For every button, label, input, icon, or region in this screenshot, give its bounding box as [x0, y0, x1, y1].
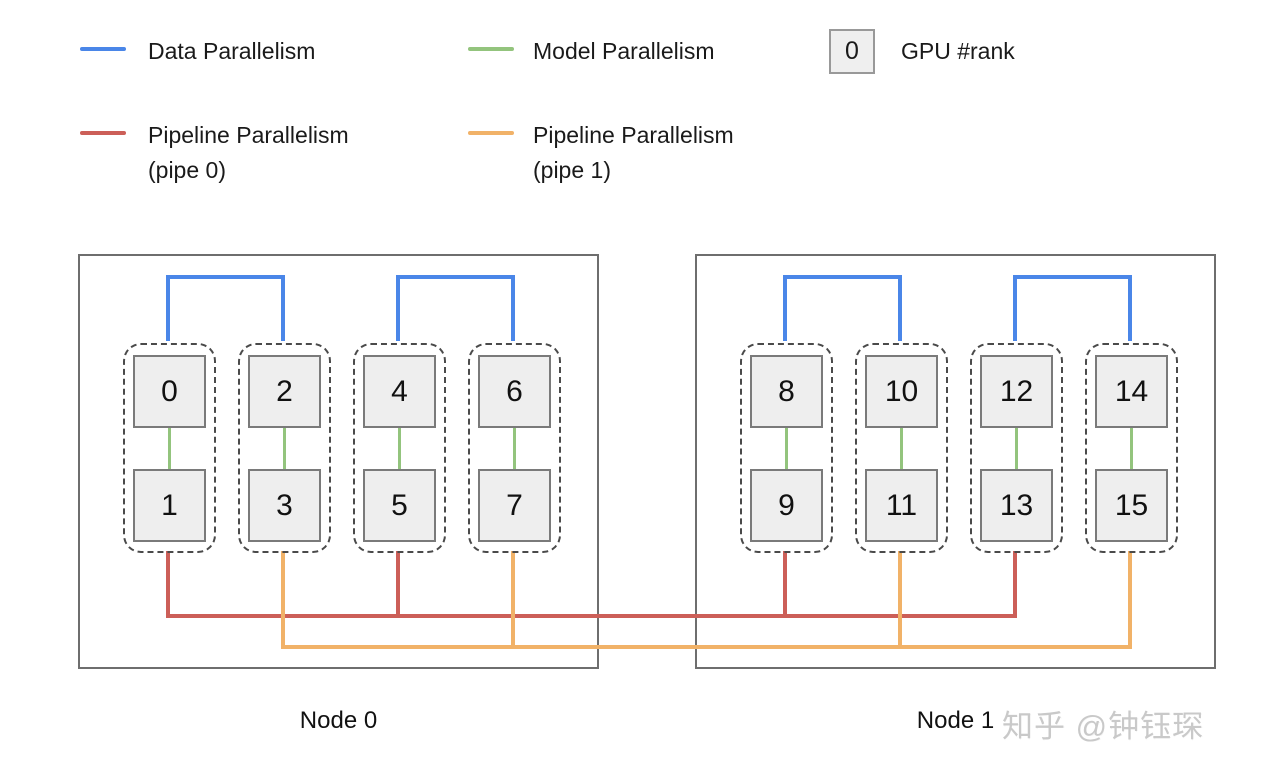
model-parallel-group-6-7: 6 7 [468, 343, 561, 553]
model-parallel-group-2-3: 2 3 [238, 343, 331, 553]
pipeline1-stub-gpu7 [511, 551, 515, 649]
gpu-box-11: 11 [865, 469, 938, 542]
legend-label-pipeline-pipe1: Pipeline Parallelism (pipe 1) [533, 118, 734, 188]
node-0-label: Node 0 [299, 707, 378, 734]
gpu-box-0: 0 [133, 355, 206, 428]
data-parallel-link-8-10 [783, 275, 902, 341]
gpu-box-8: 8 [750, 355, 823, 428]
pipeline1-stub-gpu3 [281, 551, 285, 649]
pipeline-pipe1-line-icon [468, 131, 514, 135]
gpu-box-4: 4 [363, 355, 436, 428]
legend-label-pipeline-pipe0-line2: (pipe 0) [148, 157, 226, 183]
data-parallelism-line-icon [80, 47, 126, 51]
model-parallel-group-12-13: 12 13 [970, 343, 1063, 553]
data-parallel-link-12-14 [1013, 275, 1132, 341]
legend-label-pipeline-pipe0: Pipeline Parallelism (pipe 0) [148, 118, 349, 188]
legend-label-pipeline-pipe1-line2: (pipe 1) [533, 157, 611, 183]
gpu-box-1: 1 [133, 469, 206, 542]
gpu-box-14: 14 [1095, 355, 1168, 428]
model-parallel-link [1015, 428, 1018, 469]
gpu-box-10: 10 [865, 355, 938, 428]
model-parallel-group-4-5: 4 5 [353, 343, 446, 553]
model-parallel-group-10-11: 10 11 [855, 343, 948, 553]
legend-label-data-parallelism: Data Parallelism [148, 38, 316, 64]
model-parallel-link [168, 428, 171, 469]
model-parallel-link [900, 428, 903, 469]
gpu-box-6: 6 [478, 355, 551, 428]
zhihu-watermark: 知乎 @钟钰琛 [1002, 709, 1205, 744]
gpu-rank-sample-value: 0 [845, 37, 859, 65]
node-1-box: 8 9 10 11 12 13 14 15 [695, 254, 1216, 669]
model-parallel-link [785, 428, 788, 469]
data-parallel-link-0-2 [166, 275, 285, 341]
pipeline1-stub-gpu11 [898, 551, 902, 649]
gpu-box-3: 3 [248, 469, 321, 542]
model-parallel-group-14-15: 14 15 [1085, 343, 1178, 553]
legend-label-model-parallelism: Model Parallelism [533, 38, 715, 64]
node-0-box: 0 1 2 3 4 5 6 7 [78, 254, 599, 669]
gpu-rank-sample-box: 0 [829, 29, 875, 74]
gpu-box-15: 15 [1095, 469, 1168, 542]
model-parallel-group-0-1: 0 1 [123, 343, 216, 553]
model-parallelism-line-icon [468, 47, 514, 51]
legend-label-pipeline-pipe0-line1: Pipeline Parallelism [148, 122, 349, 148]
gpu-box-9: 9 [750, 469, 823, 542]
data-parallel-link-4-6 [396, 275, 515, 341]
pipeline0-stub-gpu9 [783, 551, 787, 618]
gpu-box-2: 2 [248, 355, 321, 428]
model-parallel-link [1130, 428, 1133, 469]
pipeline1-bus [281, 645, 1132, 649]
gpu-box-12: 12 [980, 355, 1053, 428]
pipeline0-stub-gpu1 [166, 551, 170, 618]
legend-label-gpu-rank: GPU #rank [901, 38, 1015, 64]
gpu-box-13: 13 [980, 469, 1053, 542]
pipeline0-stub-gpu13 [1013, 551, 1017, 618]
pipeline1-stub-gpu15 [1128, 551, 1132, 649]
legend-label-pipeline-pipe1-line1: Pipeline Parallelism [533, 122, 734, 148]
node-1-label: Node 1 [916, 707, 995, 734]
gpu-box-5: 5 [363, 469, 436, 542]
gpu-box-7: 7 [478, 469, 551, 542]
model-parallel-link [283, 428, 286, 469]
model-parallel-link [513, 428, 516, 469]
model-parallel-link [398, 428, 401, 469]
pipeline0-stub-gpu5 [396, 551, 400, 618]
pipeline0-bus [166, 614, 1017, 618]
pipeline-pipe0-line-icon [80, 131, 126, 135]
model-parallel-group-8-9: 8 9 [740, 343, 833, 553]
